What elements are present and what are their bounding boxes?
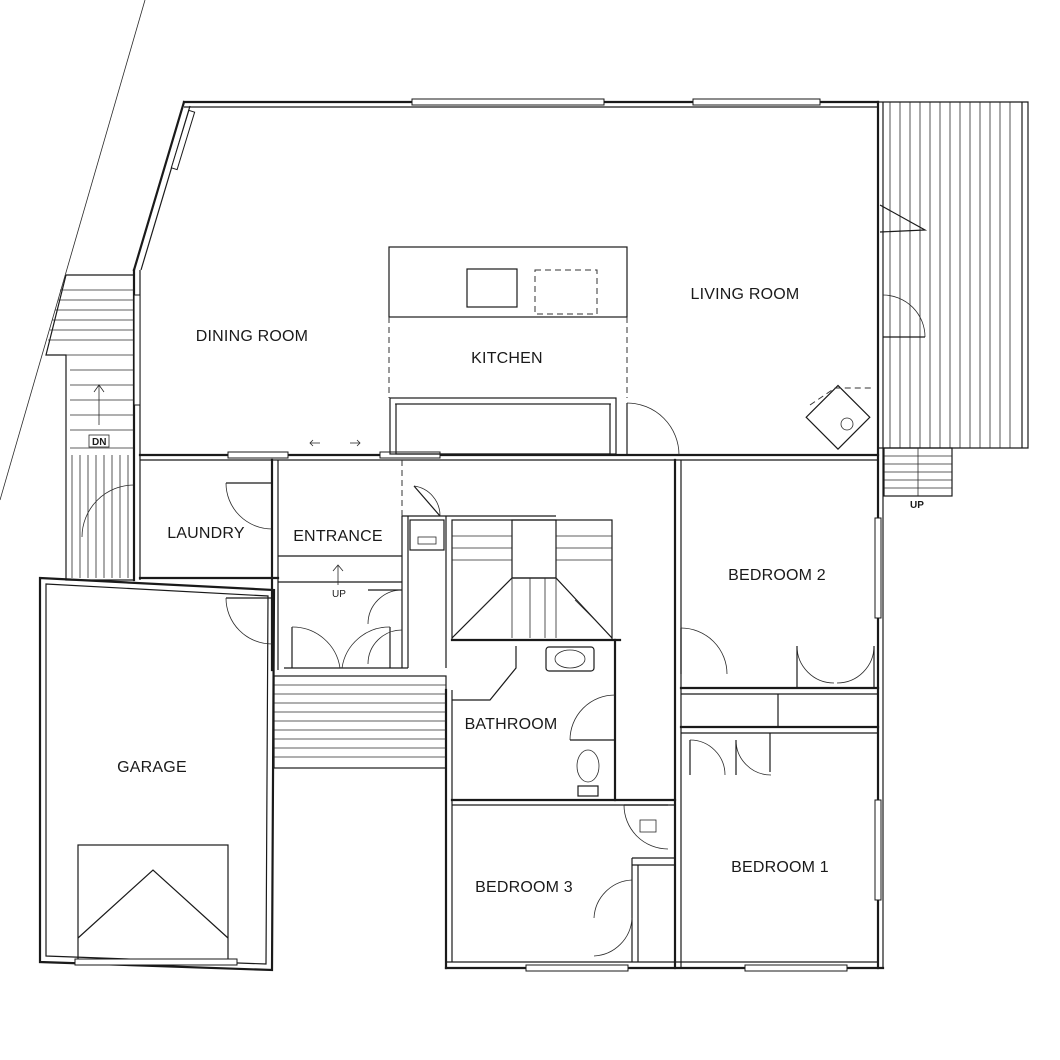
window xyxy=(411,98,605,106)
room-label-entrance: ENTRANCE xyxy=(293,528,383,545)
window xyxy=(744,964,848,972)
room-label-laundry: LAUNDRY xyxy=(167,525,245,542)
room-label-bathroom: BATHROOM xyxy=(465,716,558,733)
entrance-stair-label: UP xyxy=(332,589,346,600)
room-label-bedroom-2: BEDROOM 2 xyxy=(728,567,826,584)
front-steps xyxy=(273,675,447,769)
garage xyxy=(38,576,276,972)
entrance-fixtures xyxy=(278,460,441,669)
window xyxy=(133,294,141,406)
deck xyxy=(878,101,1029,497)
laundry-doors xyxy=(225,482,273,645)
central-stair xyxy=(409,519,613,641)
window xyxy=(874,517,882,619)
window xyxy=(227,451,289,459)
left-stair-label: DN xyxy=(92,437,106,448)
property-line xyxy=(0,0,146,501)
exterior-walls xyxy=(132,100,885,970)
window xyxy=(170,109,196,171)
window xyxy=(692,98,821,106)
bedroom-doors xyxy=(593,627,875,957)
deck-stair-label: UP xyxy=(910,500,924,511)
room-label-dining-room: DINING ROOM xyxy=(196,328,308,345)
sliding-door-arrows xyxy=(309,439,361,447)
bathroom-fixtures xyxy=(452,646,616,797)
room-label-garage: GARAGE xyxy=(117,759,187,776)
window xyxy=(525,964,629,972)
interior-walls xyxy=(138,453,880,970)
room-label-bedroom-3: BEDROOM 3 xyxy=(475,879,573,896)
room-label-kitchen: KITCHEN xyxy=(471,350,543,367)
room-label-bedroom-1: BEDROOM 1 xyxy=(731,859,829,876)
left-stair xyxy=(45,274,135,581)
kitchen-fixtures xyxy=(388,246,680,456)
dn-box xyxy=(88,434,110,448)
stove xyxy=(805,384,872,450)
window xyxy=(874,799,882,901)
window xyxy=(379,451,441,459)
room-label-living-room: LIVING ROOM xyxy=(691,286,800,303)
